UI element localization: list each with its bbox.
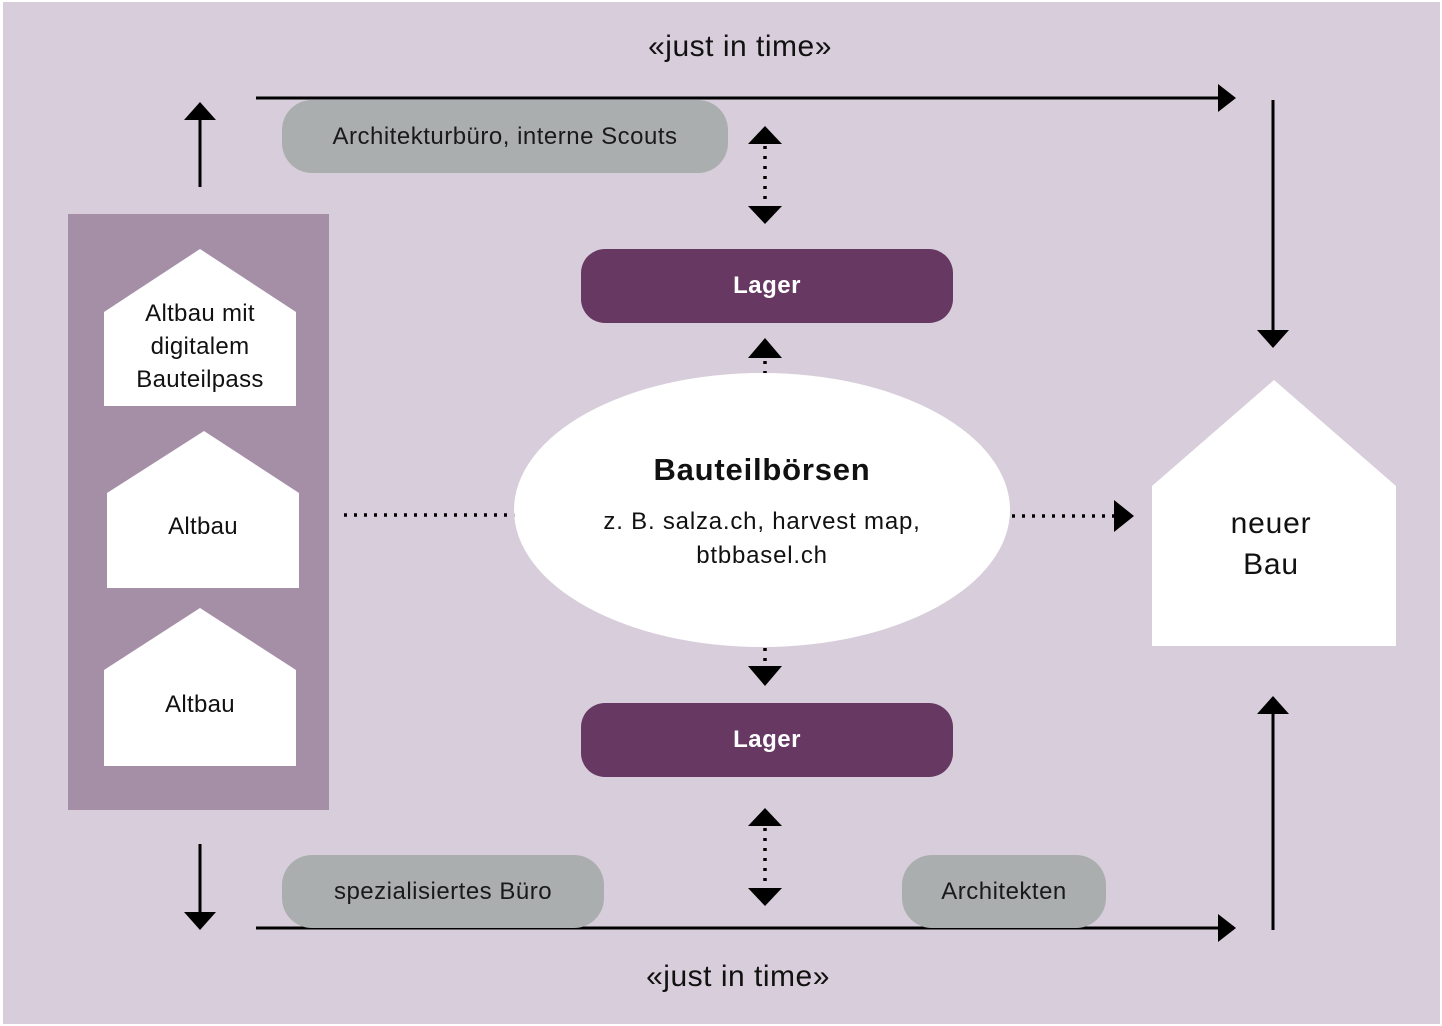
old-building-3-line-1: Altbau (165, 691, 235, 718)
right-down-arrow (1257, 100, 1289, 348)
exchange-ellipse (514, 373, 1010, 647)
new-building-shape (1152, 380, 1396, 646)
storage-top-pill: Lager (581, 249, 953, 323)
old-building-2-label: Altbau (107, 510, 299, 543)
house-shape-1 (104, 249, 296, 406)
house-shape-2 (107, 431, 299, 588)
left-up-arrow (184, 102, 216, 187)
new-building-label: neuer Bau (1149, 503, 1393, 585)
old-building-3-label: Altbau (104, 688, 296, 721)
exchange-examples-line-2: btbbasel.ch (696, 542, 828, 569)
new-building-line-1: neuer (1230, 507, 1312, 540)
dotted-arrow-storage-actor-bottom (748, 808, 782, 906)
actor-bottom-right-pill: Architekten (902, 855, 1106, 928)
top-flow-label: «just in time» (648, 30, 832, 63)
exchange-examples-line-1: z. B. salza.ch, harvest map, (603, 508, 921, 535)
right-up-arrow (1257, 696, 1289, 930)
top-flow-arrow (256, 84, 1236, 112)
old-building-1-line-1: Altbau mit (145, 300, 255, 327)
old-building-1-line-2: digitalem (150, 333, 250, 360)
dotted-arrow-actor-storage-top (748, 126, 782, 224)
new-building-line-2: Bau (1243, 548, 1299, 581)
exchange-title: Bauteilbörsen (653, 452, 871, 487)
actor-top-pill: Architekturbüro, interne Scouts (282, 100, 728, 173)
bottom-flow-label: «just in time» (646, 960, 830, 993)
old-building-1-line-3: Bauteilpass (136, 366, 264, 393)
house-shape-3 (104, 608, 296, 766)
exchange-examples: z. B. salza.ch, harvest map, btbbasel.ch (514, 505, 1010, 573)
bottom-flow-arrow (256, 914, 1236, 942)
old-building-1-label: Altbau mit digitalem Bauteilpass (104, 297, 296, 396)
old-building-2-line-1: Altbau (168, 513, 238, 540)
left-down-arrow (184, 844, 216, 930)
storage-bottom-pill: Lager (581, 703, 953, 777)
actor-bottom-left-pill: spezialisiertes Büro (282, 855, 604, 928)
